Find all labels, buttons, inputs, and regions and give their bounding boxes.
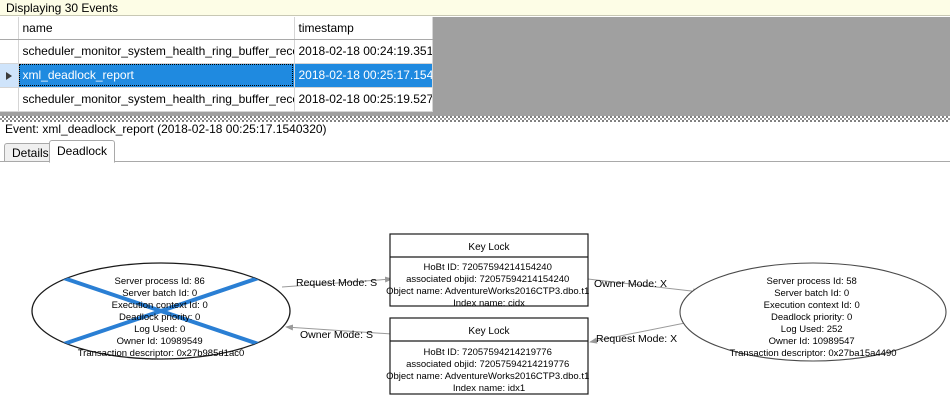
tab-details[interactable]: Details [4,143,57,162]
grid-corner-header[interactable] [0,17,19,40]
resource-top-details: HoBt ID: 72057594214154240 associated ob… [386,262,592,309]
resource-bottom-title: Key Lock [468,326,510,337]
edge-right-bottom-label: Request Mode: X [596,333,677,345]
edge-left-bottom-label: Owner Mode: S [300,329,373,341]
resource-top-line-0: HoBt ID: 72057594214154240 [424,262,552,273]
resource-bottom-box[interactable] [389,317,589,395]
process-right-line-4: Log Used: 252 [781,324,843,335]
resource-bottom-details: HoBt ID: 72057594214219776 associated ob… [386,347,592,394]
process-left-line-0: Server process Id: 86 [115,276,205,287]
process-left-line-3: Deadlock priority: 0 [119,312,200,323]
process-right-line-5: Owner Id: 10989547 [769,336,855,347]
process-right-line-2: Execution context Id: 0 [764,300,860,311]
grid-header-row: name timestamp [0,17,433,40]
process-node-right[interactable]: Server process Id: 58 Server batch Id: 0… [679,262,947,362]
process-left-details: Server process Id: 86 Server batch Id: 0… [78,276,245,359]
events-banner: Displaying 30 Events [0,0,950,16]
edge-right-top-label: Owner Mode: X [594,278,667,290]
cell-timestamp[interactable]: 2018-02-18 00:24:19.3516078 [294,39,433,64]
resource-node-top[interactable]: Key Lock HoBt ID: 72057594214154240 asso… [386,233,592,309]
process-right-ellipse[interactable] [679,262,947,362]
cell-name[interactable]: scheduler_monitor_system_health_ring_buf… [18,39,295,64]
process-left-line-4: Log Used: 0 [134,324,185,335]
cell-timestamp[interactable]: 2018-02-18 00:25:19.5276859 [294,87,433,112]
edge-left-bottom: Owner Mode: S [285,324,393,341]
process-left-line-2: Execution context Id: 0 [112,300,208,311]
detail-tabstrip: Details Deadlock [0,140,950,163]
table-row[interactable]: scheduler_monitor_system_health_ring_buf… [0,87,433,112]
resource-top-line-2: Object name: AdventureWorks2016CTP3.dbo.… [386,286,589,297]
event-detail-header: Event: xml_deadlock_report (2018-02-18 0… [0,122,950,138]
process-node-left[interactable]: Server process Id: 86 Server batch Id: 0… [31,262,291,360]
process-right-line-0: Server process Id: 58 [767,276,857,287]
edge-left-top: Request Mode: S [281,276,393,289]
resource-top-title: Key Lock [468,242,510,253]
resource-bottom-line-3: Index name: idx1 [453,383,525,394]
resource-bottom-line-0: HoBt ID: 72057594214219776 [424,347,552,358]
edge-right-bottom: Request Mode: X [589,319,701,345]
events-grid[interactable]: name timestamp scheduler_monitor_system_… [0,17,433,112]
process-left-line-1: Server batch Id: 0 [122,288,197,299]
events-count-label: Displaying 30 Events [6,1,119,15]
current-row-arrow-icon [5,71,12,80]
process-right-line-3: Deadlock priority: 0 [771,312,852,323]
process-right-line-6: Transaction descriptor: 0x27ba15a4490 [729,348,896,359]
column-header-name[interactable]: name [18,17,295,40]
events-grid-panel[interactable]: name timestamp scheduler_monitor_system_… [0,17,950,116]
deadlock-victim-cross-icon [39,268,283,354]
edge-left-top-label: Request Mode: S [296,277,377,289]
resource-bottom-line-1: associated objid: 72057594214219776 [406,359,569,370]
cell-name[interactable]: scheduler_monitor_system_health_ring_buf… [18,87,295,112]
horizontal-splitter[interactable] [0,116,950,122]
process-left-line-6: Transaction descriptor: 0x27b985d1ac0 [78,348,245,359]
cell-name[interactable]: xml_deadlock_report [18,63,295,88]
edge-right-top: Owner Mode: X [587,278,701,295]
resource-top-box[interactable] [389,233,589,307]
resource-bottom-line-2: Object name: AdventureWorks2016CTP3.dbo.… [386,371,589,382]
column-header-timestamp[interactable]: timestamp [294,17,433,40]
resource-top-line-1: associated objid: 72057594214154240 [406,274,569,285]
cell-timestamp[interactable]: 2018-02-18 00:25:17.1540320 [294,63,433,88]
row-selector-current[interactable] [0,63,19,88]
process-right-details: Server process Id: 58 Server batch Id: 0… [729,276,896,359]
table-row[interactable]: scheduler_monitor_system_health_ring_buf… [0,39,433,64]
process-left-line-5: Owner Id: 10989549 [117,336,203,347]
resource-top-line-3: Index name: cidx [453,298,525,309]
tab-deadlock[interactable]: Deadlock [49,140,116,163]
table-row-selected[interactable]: xml_deadlock_report 2018-02-18 00:25:17.… [0,63,433,88]
row-selector[interactable] [0,39,19,64]
deadlock-graph-canvas[interactable]: Request Mode: S Owner Mode: X Owner Mode… [0,161,950,400]
row-selector[interactable] [0,87,19,112]
process-right-line-1: Server batch Id: 0 [774,288,849,299]
resource-node-bottom[interactable]: Key Lock HoBt ID: 72057594214219776 asso… [386,317,592,395]
event-title-label: Event: xml_deadlock_report (2018-02-18 0… [5,122,327,136]
